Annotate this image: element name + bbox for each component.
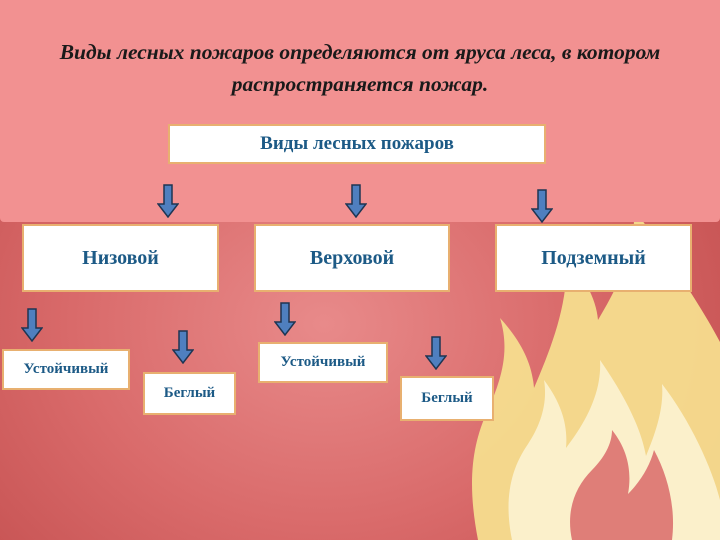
down-arrow-icon: [172, 330, 194, 364]
slide-title: Виды лесных пожаров определяются от ярус…: [59, 40, 661, 96]
down-arrow-icon: [274, 302, 296, 336]
down-arrow-icon: [425, 336, 447, 370]
node-crown-stable: Устойчивый: [258, 342, 388, 383]
down-arrow-icon: [21, 308, 43, 342]
down-arrow-icon: [531, 189, 553, 223]
root-node: Виды лесных пожаров: [168, 124, 546, 164]
flame-core-hollow: [570, 430, 674, 540]
node-underground-fire: Подземный: [495, 224, 692, 292]
node-crown-fast: Беглый: [400, 376, 494, 421]
node-ground-stable: Устойчивый: [2, 349, 130, 390]
down-arrow-icon: [157, 184, 179, 218]
node-crown-fire: Верховой: [254, 224, 450, 292]
node-ground-fire: Низовой: [22, 224, 219, 292]
node-ground-fast: Беглый: [143, 372, 236, 415]
down-arrow-icon: [345, 184, 367, 218]
